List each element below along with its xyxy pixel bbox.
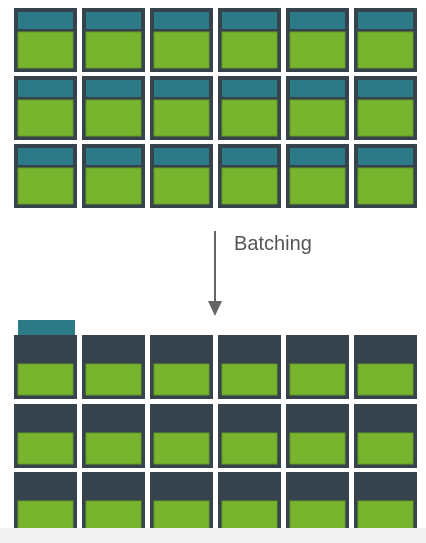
cell-body xyxy=(153,500,210,533)
cell-body xyxy=(221,363,278,396)
cell-header xyxy=(222,80,277,97)
grid-cell xyxy=(150,404,213,468)
grid-cell xyxy=(14,8,77,72)
grid-cell xyxy=(286,335,349,399)
cell-body xyxy=(357,31,414,69)
cell-header xyxy=(154,148,209,165)
grid-cell xyxy=(286,404,349,468)
grid-cell xyxy=(14,144,77,208)
cell-body xyxy=(289,363,346,396)
cell-body xyxy=(289,500,346,533)
cell-body xyxy=(357,99,414,137)
grid-cell xyxy=(14,76,77,140)
grid-cell xyxy=(150,76,213,140)
grid-cell xyxy=(286,8,349,72)
grid-cell xyxy=(218,404,281,468)
batched-grid xyxy=(14,335,417,536)
cell-header xyxy=(222,148,277,165)
cell-header xyxy=(290,80,345,97)
grid-cell xyxy=(286,76,349,140)
cell-body xyxy=(221,432,278,465)
cell-body xyxy=(17,500,74,533)
cell-body xyxy=(85,363,142,396)
grid-cell xyxy=(150,144,213,208)
grid-cell xyxy=(218,472,281,536)
grid-cell xyxy=(150,335,213,399)
batching-label: Batching xyxy=(234,233,312,255)
grid-cell xyxy=(150,8,213,72)
cell-body xyxy=(357,500,414,533)
cell-header xyxy=(18,12,73,29)
grid-cell xyxy=(286,472,349,536)
unbatched-grid xyxy=(14,8,417,208)
grid-cell xyxy=(14,404,77,468)
cell-header xyxy=(154,80,209,97)
grid-cell xyxy=(82,8,145,72)
cell-header xyxy=(358,148,413,165)
cell-body xyxy=(17,167,74,205)
cell-body xyxy=(153,432,210,465)
cell-header xyxy=(18,80,73,97)
grid-cell xyxy=(82,144,145,208)
cell-header xyxy=(358,80,413,97)
bottom-strip xyxy=(0,528,426,543)
arrow-head xyxy=(208,301,222,316)
grid-cell xyxy=(82,404,145,468)
grid-cell xyxy=(150,472,213,536)
cell-header xyxy=(18,148,73,165)
cell-body xyxy=(221,31,278,69)
cell-body xyxy=(289,31,346,69)
cell-body xyxy=(85,31,142,69)
cell-body xyxy=(221,500,278,533)
cell-body xyxy=(153,167,210,205)
cell-header xyxy=(86,148,141,165)
grid-cell xyxy=(82,76,145,140)
cell-body xyxy=(221,99,278,137)
grid-cell xyxy=(14,335,77,399)
grid-cell xyxy=(218,335,281,399)
cell-body xyxy=(85,167,142,205)
cell-body xyxy=(85,432,142,465)
cell-header xyxy=(154,12,209,29)
cell-body xyxy=(357,167,414,205)
cell-body xyxy=(85,99,142,137)
cell-body xyxy=(85,500,142,533)
cell-header xyxy=(86,80,141,97)
cell-header xyxy=(290,148,345,165)
cell-header xyxy=(222,12,277,29)
cell-body xyxy=(17,363,74,396)
cell-body xyxy=(153,363,210,396)
grid-cell xyxy=(354,144,417,208)
cell-header xyxy=(290,12,345,29)
cell-body xyxy=(17,432,74,465)
grid-cell xyxy=(286,144,349,208)
cell-body xyxy=(17,99,74,137)
cell-header xyxy=(86,12,141,29)
cell-body xyxy=(289,99,346,137)
grid-cell xyxy=(82,472,145,536)
grid-cell xyxy=(218,8,281,72)
grid-cell xyxy=(354,8,417,72)
cell-body xyxy=(17,31,74,69)
grid-cell xyxy=(218,144,281,208)
cell-body xyxy=(153,99,210,137)
grid-cell xyxy=(354,404,417,468)
cell-body xyxy=(289,432,346,465)
batched-tab xyxy=(18,320,75,336)
batched-header-tab xyxy=(18,320,75,336)
cell-body xyxy=(289,167,346,205)
cell-header xyxy=(358,12,413,29)
grid-cell xyxy=(354,76,417,140)
grid-cell xyxy=(14,472,77,536)
cell-body xyxy=(221,167,278,205)
grid-cell xyxy=(82,335,145,399)
cell-body xyxy=(153,31,210,69)
grid-cell xyxy=(354,335,417,399)
cell-body xyxy=(357,432,414,465)
grid-cell xyxy=(218,76,281,140)
batching-arrow xyxy=(208,231,222,316)
cell-body xyxy=(357,363,414,396)
grid-cell xyxy=(354,472,417,536)
